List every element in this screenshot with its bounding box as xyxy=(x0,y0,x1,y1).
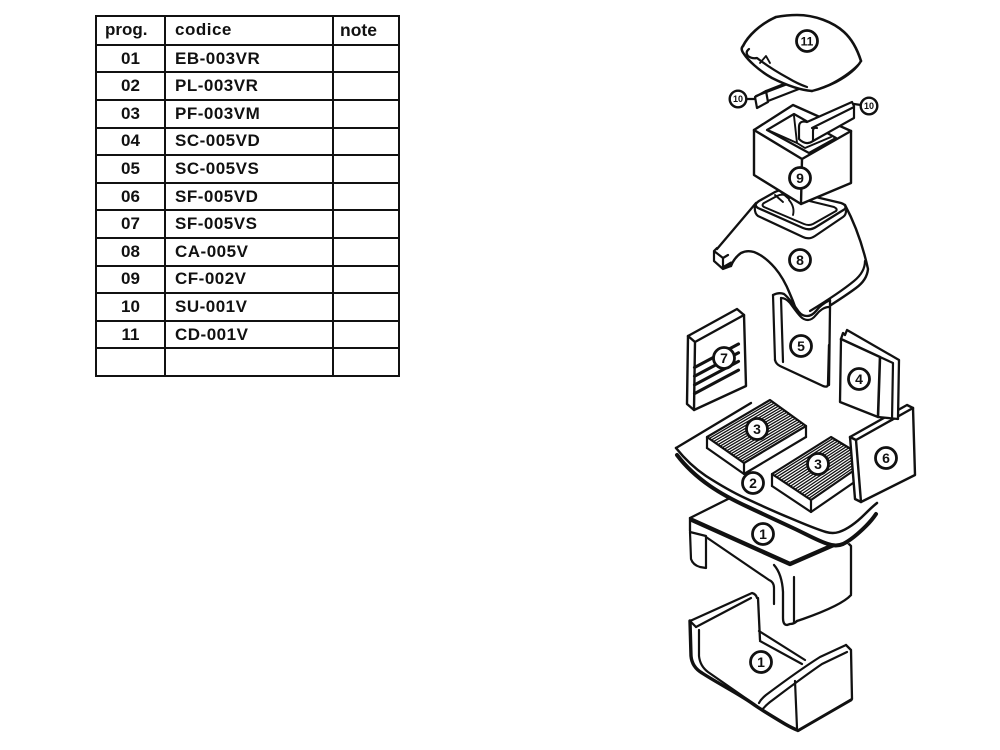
svg-text:5: 5 xyxy=(797,338,805,354)
svg-text:1: 1 xyxy=(759,526,767,542)
svg-text:9: 9 xyxy=(796,170,804,186)
svg-text:4: 4 xyxy=(855,371,863,387)
svg-text:6: 6 xyxy=(882,450,890,466)
svg-text:3: 3 xyxy=(814,456,822,472)
svg-text:7: 7 xyxy=(720,350,728,366)
svg-text:3: 3 xyxy=(753,421,761,437)
svg-text:8: 8 xyxy=(796,252,804,268)
svg-text:1: 1 xyxy=(757,654,765,670)
svg-text:11: 11 xyxy=(801,34,814,48)
svg-text:10: 10 xyxy=(864,101,874,111)
svg-text:10: 10 xyxy=(733,94,743,104)
svg-text:2: 2 xyxy=(749,475,757,491)
